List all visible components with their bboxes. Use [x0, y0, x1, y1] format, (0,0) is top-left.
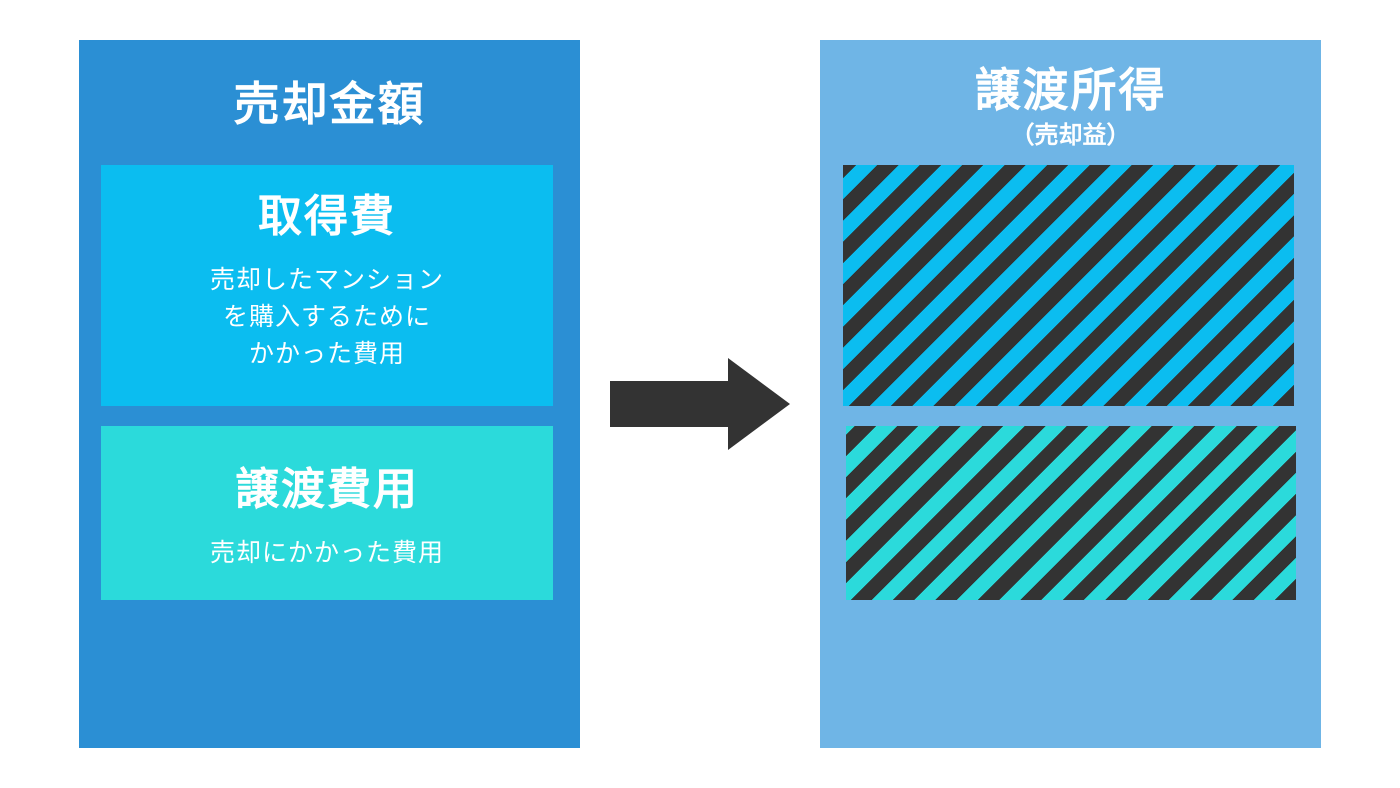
transfer-income-title: 譲渡所得	[974, 63, 1167, 117]
acquisition-cost-title: 取得費	[258, 191, 396, 242]
acquisition-cost-description-line: かかった費用	[248, 339, 405, 368]
transfer-expense-title: 譲渡費用	[235, 464, 419, 515]
transfer-income-panel: 譲渡所得 （売却益）	[820, 40, 1321, 748]
acquisition-cost-box: 取得費 売却したマンション を購入するために かかった費用	[101, 165, 553, 406]
sale-amount-panel: 売却金額 取得費 売却したマンション を購入するために かかった費用 譲渡費用 …	[79, 40, 580, 748]
transfer-expense-description: 売却にかかった費用	[209, 538, 444, 567]
sale-amount-title: 売却金額	[233, 77, 426, 131]
deducted-transfer-expense-hatch	[846, 426, 1296, 600]
right-arrow-icon	[610, 358, 790, 450]
deducted-acquisition-cost-hatch	[843, 165, 1294, 406]
right-arrow-shape	[610, 358, 790, 450]
acquisition-cost-description: 売却したマンション を購入するために かかった費用	[101, 261, 553, 372]
transfer-expense-box: 譲渡費用 売却にかかった費用	[101, 426, 553, 600]
acquisition-cost-description-line: を購入するために	[222, 302, 431, 331]
transfer-income-subtitle: （売却益）	[1010, 121, 1131, 149]
acquisition-cost-description-line: 売却したマンション	[209, 265, 444, 294]
